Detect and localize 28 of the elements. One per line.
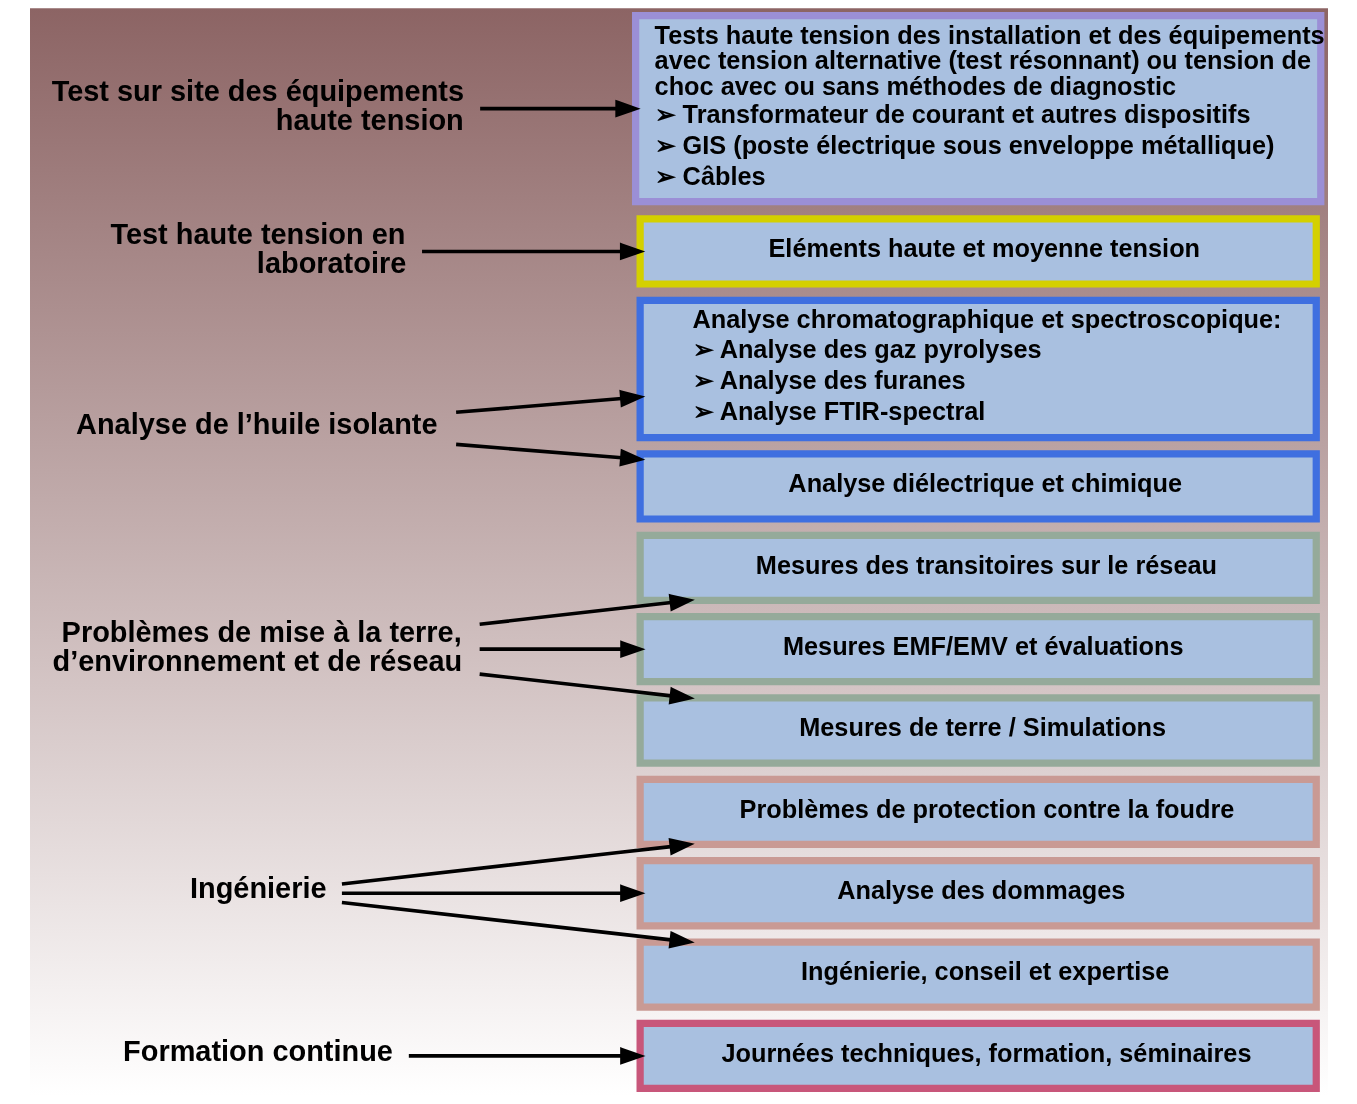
node-text: Ingénierie <box>189 872 327 905</box>
node-box: Eléments haute et moyenne tension <box>636 215 1320 288</box>
arrow <box>341 884 645 903</box>
arrow <box>455 442 645 467</box>
node-text: Test sur site des équipements haute tension <box>51 75 464 136</box>
node-box: Mesures des transitoires sur le réseau <box>636 531 1320 604</box>
arrow <box>341 837 695 886</box>
node-text: Analyse de l’huile isolante <box>75 407 438 440</box>
arrow <box>421 242 645 261</box>
arrow <box>479 640 646 659</box>
node-text: Test haute tension en laboratoire <box>109 217 406 279</box>
node-box: Mesures de terre / Simulations <box>636 694 1320 767</box>
node-box: Analyse chromatographique et spectroscopique: ➢ Analyse des gaz pyrolyses ➢ Analyse des furanes ➢ Analyse FTIR-spectral <box>636 296 1320 442</box>
arrow <box>478 593 695 627</box>
arrow <box>479 99 641 118</box>
node-box: Analyse diélectrique et chimique <box>636 450 1320 523</box>
node-box: Analyse des dommages <box>636 857 1320 930</box>
arrow <box>455 389 645 415</box>
node-box: Problèmes de protection contre la foudre <box>636 775 1320 849</box>
node-text: Formation continue <box>122 1034 393 1067</box>
arrow <box>341 900 695 949</box>
node-box: Tests haute tension des installation et des équipements avec tension alternative (test résonnant) ou tension de choc avec ou sans méthodes de diagnostic ➢ Transformateur de courant et autres dispositifs ➢ GIS (poste électrique sous enveloppe métallique) ➢ Câbles <box>631 11 1324 206</box>
node-box: Mesures EMF/EMV et évaluations <box>636 613 1320 686</box>
arrow <box>408 1047 646 1065</box>
node-box: Journées techniques, formation, séminaires <box>636 1019 1320 1093</box>
node-text: Problèmes de mise à la terre, d’environnement et de réseau <box>52 615 462 677</box>
node-box: Ingénierie, conseil et expertise <box>636 938 1320 1011</box>
arrow <box>478 672 695 705</box>
